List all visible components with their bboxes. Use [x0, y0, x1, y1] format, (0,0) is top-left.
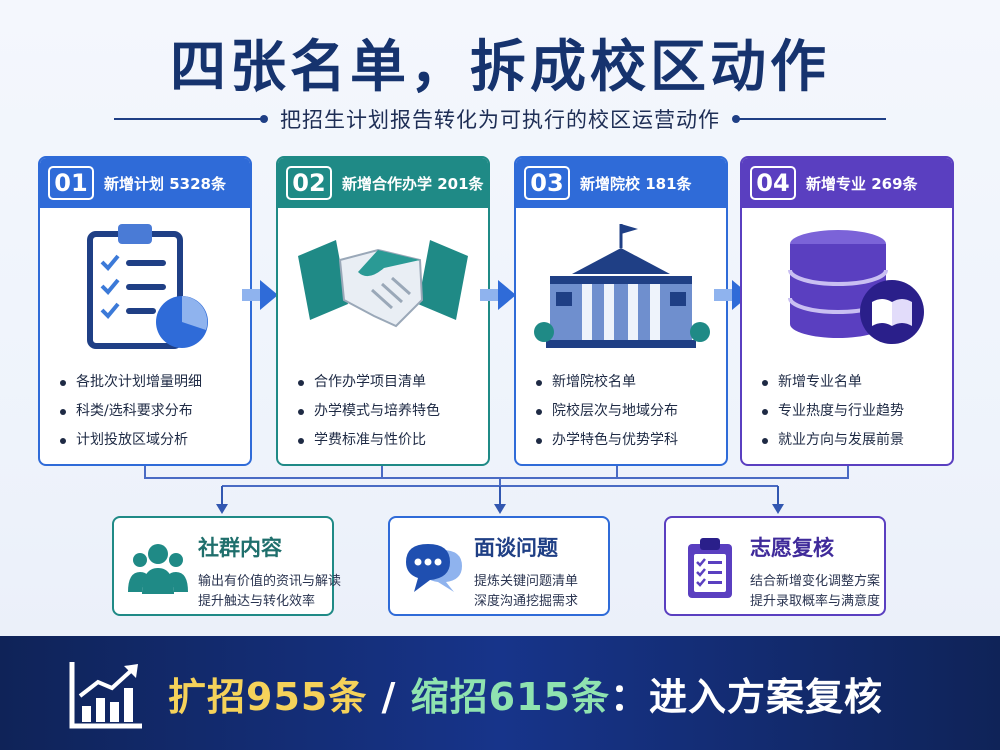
database-book-icon	[788, 230, 924, 344]
handshake-icon	[298, 240, 468, 328]
list-item: 就业方向与发展前景	[762, 426, 904, 455]
footer-summary: 扩招955条 / 缩招615条：进入方案复核	[168, 666, 883, 721]
list-item: 专业热度与行业趋势	[762, 397, 904, 426]
list-item: 计划投放区域分析	[60, 426, 202, 455]
list-item: 各批次计划增量明细	[60, 368, 202, 397]
arrow-right-icon	[480, 280, 516, 310]
university-building-icon	[534, 224, 710, 348]
subtitle-row: 把招生计划报告转化为可执行的校区运营动作	[0, 104, 1000, 134]
card-header: 04 新增专业 269条	[742, 158, 952, 208]
action-box-application-review: 志愿复核 结合新增变化调整方案 提升录取概率与满意度	[664, 516, 886, 616]
list-item: 新增院校名单	[536, 368, 678, 397]
subtitle-divider-right	[732, 115, 886, 123]
reduction-count: 缩招615条	[410, 675, 610, 719]
card-label: 新增合作办学 201条	[342, 174, 484, 193]
action-description: 提炼关键问题清单	[474, 574, 579, 589]
list-card-new-cooperative: 02 新增合作办学 201条 合作办学项目清单 办学模式与培养特色 学费标准与性…	[276, 156, 490, 466]
next-step: ：进入方案复核	[610, 675, 884, 719]
action-description: 输出有价值的资讯与解读	[198, 574, 342, 589]
clipboard-checklist-pie-icon	[87, 224, 208, 349]
list-item: 合作办学项目清单	[298, 368, 440, 397]
action-title: 志愿复核	[750, 536, 834, 560]
rising-chart-icon	[69, 662, 142, 729]
action-description: 结合新增变化调整方案	[750, 574, 881, 589]
card-items: 新增院校名单 院校层次与地域分布 办学特色与优势学科	[536, 368, 678, 455]
page-title: 四张名单，拆成校区动作	[170, 35, 830, 100]
card-items: 新增专业名单 专业热度与行业趋势 就业方向与发展前景	[762, 368, 904, 455]
action-title: 社群内容	[198, 536, 282, 560]
action-title: 面谈问题	[474, 536, 558, 560]
card-label: 新增专业 269条	[806, 174, 918, 193]
card-header: 02 新增合作办学 201条	[278, 158, 488, 208]
subtitle-divider-left	[114, 115, 268, 123]
clipboard-review-icon	[688, 538, 732, 598]
list-item: 办学特色与优势学科	[536, 426, 678, 455]
card-number: 02	[286, 166, 332, 200]
chat-bubbles-icon	[406, 544, 462, 592]
list-card-new-major: 04 新增专业 269条 新增专业名单 专业热度与行业趋势 就业方向与发展前景	[740, 156, 954, 466]
action-description: 提升触达与转化效率	[198, 594, 316, 609]
card-number: 01	[48, 166, 94, 200]
card-label: 新增院校 181条	[580, 174, 692, 193]
action-box-community-content: 社群内容 输出有价值的资讯与解读 提升触达与转化效率	[112, 516, 341, 616]
list-item: 新增专业名单	[762, 368, 904, 397]
arrow-right-icon	[242, 280, 278, 310]
list-card-new-university: 03 新增院校 181条 新增院校名单 院校层次与地域分布 办学特色与优势学科	[514, 156, 728, 466]
action-description: 深度沟通挖掘需求	[474, 594, 579, 609]
separator: /	[367, 675, 411, 719]
action-box-interview-questions: 面谈问题 提炼关键问题清单 深度沟通挖掘需求	[388, 516, 610, 616]
list-item: 办学模式与培养特色	[298, 397, 440, 426]
card-number: 03	[524, 166, 570, 200]
card-label: 新增计划 5328条	[104, 174, 226, 193]
list-item: 学费标准与性价比	[298, 426, 440, 455]
community-people-icon	[128, 544, 188, 594]
list-item: 院校层次与地域分布	[536, 397, 678, 426]
card-items: 各批次计划增量明细 科类/选科要求分布 计划投放区域分析	[60, 368, 202, 455]
list-card-new-plan: 01 新增计划 5328条 各批次计划增量明细 科类/选科要求分布 计划投放区域…	[38, 156, 252, 466]
footer-banner: 扩招955条 / 缩招615条：进入方案复核	[0, 636, 1000, 750]
action-description: 提升录取概率与满意度	[750, 594, 881, 609]
card-items: 合作办学项目清单 办学模式与培养特色 学费标准与性价比	[298, 368, 440, 455]
card-header: 01 新增计划 5328条	[40, 158, 250, 208]
expansion-count: 扩招955条	[168, 675, 368, 719]
card-number: 04	[750, 166, 796, 200]
card-header: 03 新增院校 181条	[516, 158, 726, 208]
page-subtitle: 把招生计划报告转化为可执行的校区运营动作	[280, 108, 720, 132]
list-item: 科类/选科要求分布	[60, 397, 202, 426]
